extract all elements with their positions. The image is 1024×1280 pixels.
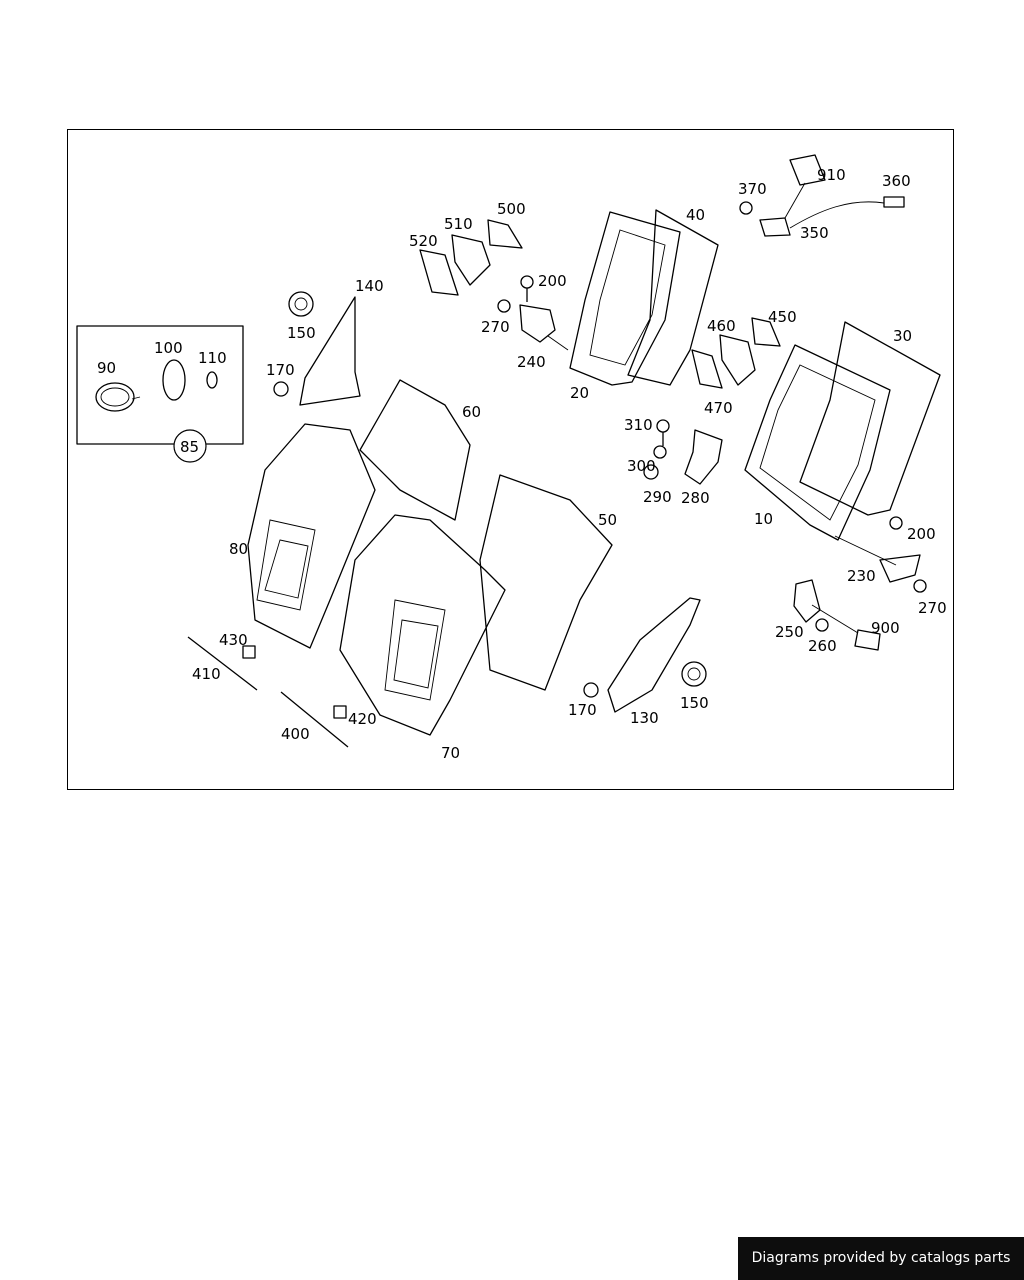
callout-20: 20	[570, 384, 589, 402]
callout-200-top: 200	[538, 272, 567, 290]
disc-100	[162, 359, 186, 401]
callout-150-lower: 150	[680, 694, 709, 712]
callout-350: 350	[800, 224, 829, 242]
callout-170-lower: 170	[568, 701, 597, 719]
part-80	[247, 423, 376, 649]
exploded-parts-diagram: 90 100 110 85 140 150 170 80 60 70 50 43…	[76, 154, 947, 762]
callout-80: 80	[229, 540, 248, 558]
callout-520: 520	[409, 232, 438, 250]
callout-510: 510	[444, 215, 473, 233]
callout-400: 400	[281, 725, 310, 743]
callout-900: 900	[871, 619, 900, 637]
connector-910	[789, 154, 826, 186]
callout-300: 300	[627, 457, 656, 475]
bolt-310	[656, 419, 670, 433]
callout-270-lower: 270	[918, 599, 947, 617]
callout-290: 290	[643, 488, 672, 506]
wire-410	[187, 636, 258, 691]
callout-420: 420	[348, 710, 377, 728]
frame-30	[799, 321, 941, 516]
clip-430	[242, 645, 256, 659]
washer-290	[643, 464, 659, 480]
callout-430: 430	[219, 631, 248, 649]
connector-360	[883, 196, 905, 208]
bracket-280	[684, 429, 723, 485]
inset-box-85	[76, 325, 244, 445]
callout-260: 260	[808, 637, 837, 655]
callout-110: 110	[198, 349, 227, 367]
part-170-right	[583, 682, 599, 698]
callout-60: 60	[462, 403, 481, 421]
callout-90: 90	[97, 359, 116, 377]
part-520	[419, 249, 459, 296]
callout-450: 450	[768, 308, 797, 326]
pin-270-top	[497, 299, 511, 313]
part-510	[451, 234, 491, 286]
callout-500: 500	[497, 200, 526, 218]
callout-230: 230	[847, 567, 876, 585]
callout-280: 280	[681, 489, 710, 507]
callout-circle-85	[173, 429, 207, 463]
wire-400	[280, 691, 349, 748]
callout-470: 470	[704, 399, 733, 417]
credit-banner: Diagrams provided by catalogs parts	[738, 1237, 1024, 1280]
callout-50: 50	[598, 511, 617, 529]
frame-40	[627, 209, 719, 386]
part-500	[487, 219, 523, 249]
callout-150: 150	[287, 324, 316, 342]
callout-250: 250	[775, 623, 804, 641]
callout-85: 85	[180, 438, 199, 456]
callout-200-lower: 200	[907, 525, 936, 543]
callout-10: 10	[754, 510, 773, 528]
part-70	[339, 514, 506, 736]
callout-40: 40	[686, 206, 705, 224]
callout-410: 410	[192, 665, 221, 683]
callout-70: 70	[441, 744, 460, 762]
part-460	[719, 334, 756, 386]
callout-270-top: 270	[481, 318, 510, 336]
part-250	[793, 579, 821, 623]
part-60	[359, 379, 471, 521]
callout-370: 370	[738, 180, 767, 198]
pin-270-lower	[913, 579, 927, 593]
callout-140: 140	[355, 277, 384, 295]
cap-900	[854, 629, 881, 651]
nut-300	[653, 445, 667, 459]
part-450	[751, 317, 781, 347]
frame-20	[569, 211, 681, 386]
part-170-left	[273, 381, 289, 397]
part-150-left	[288, 291, 314, 317]
bolt-200-top	[520, 275, 534, 289]
callout-130: 130	[630, 709, 659, 727]
bolt-200-lower	[889, 516, 903, 530]
callout-100: 100	[154, 339, 183, 357]
callout-310: 310	[624, 416, 653, 434]
pin-260	[815, 618, 829, 632]
callout-360: 360	[882, 172, 911, 190]
callout-910: 910	[817, 166, 846, 184]
clip-420	[333, 705, 347, 719]
harness-350	[759, 217, 791, 237]
frame-10	[744, 344, 891, 541]
ring-110	[206, 371, 218, 389]
screw-370	[739, 201, 753, 215]
bracket-230	[879, 554, 921, 583]
part-130	[607, 597, 701, 713]
callout-170: 170	[266, 361, 295, 379]
emblem-90	[95, 382, 135, 412]
callout-30: 30	[893, 327, 912, 345]
callout-labels: 90 100 110 85 140 150 170 80 60 70 50 43…	[97, 166, 947, 762]
callout-240: 240	[517, 353, 546, 371]
part-150-right	[681, 661, 707, 687]
emblem-90-inner	[100, 387, 130, 407]
part-470	[691, 349, 723, 389]
part-140	[299, 296, 361, 406]
callout-460: 460	[707, 317, 736, 335]
diagram-frame	[67, 129, 954, 790]
part-50	[479, 474, 613, 691]
bracket-240	[519, 304, 556, 343]
